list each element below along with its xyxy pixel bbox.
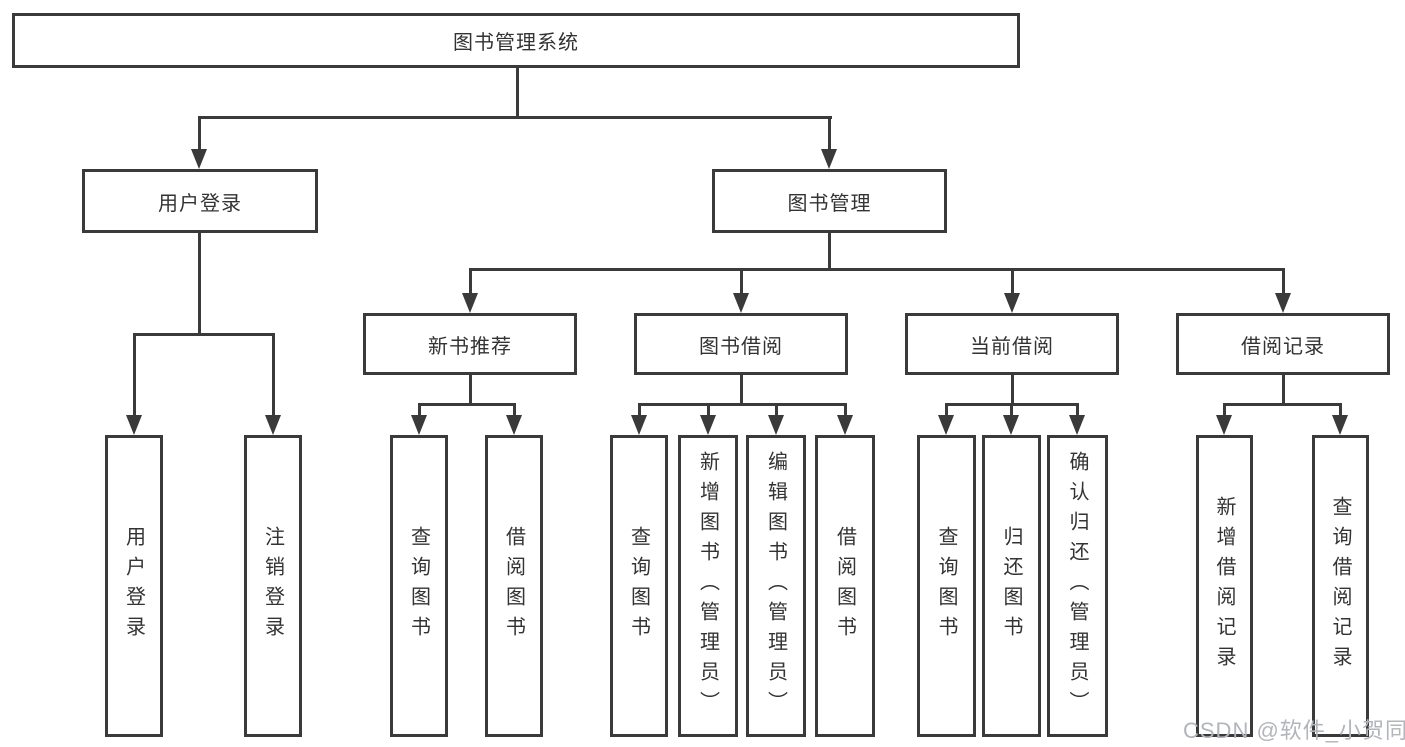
connector (1010, 403, 1013, 417)
arrowhead-icon (837, 415, 853, 435)
arrowhead-icon (462, 293, 478, 313)
leaf-add-borrow-record-label: 新增借阅记录 (1213, 496, 1235, 676)
connector (1223, 403, 1226, 417)
node-book-borrowing-label: 图书借阅 (699, 335, 783, 358)
arrowhead-icon (733, 293, 749, 313)
leaf-edit-books-admin-label: 编辑图书（管理员） (764, 451, 787, 721)
connector (1223, 403, 1342, 406)
arrowhead-icon (700, 415, 716, 435)
leaf-return-books: 归还图书 (982, 435, 1041, 737)
leaf-user-login: 用户登录 (105, 435, 163, 737)
connector (740, 375, 743, 405)
connector (418, 403, 516, 406)
connector-l3-branch (469, 268, 1285, 271)
connector (469, 268, 472, 295)
leaf-query-books: 查询图书 (390, 435, 448, 737)
connector (1011, 268, 1014, 295)
node-user-login-label: 用户登录 (158, 192, 242, 215)
connector (418, 403, 421, 417)
connector-l2-branch (198, 116, 832, 119)
connector (469, 375, 472, 405)
connector (638, 403, 641, 417)
connector (198, 233, 201, 335)
leaf-borrow-books-2-label: 借阅图书 (833, 526, 856, 646)
leaf-add-books-admin: 新增图书（管理员） (678, 435, 738, 737)
arrowhead-icon (631, 415, 647, 435)
leaf-borrow-books-2: 借阅图书 (815, 435, 875, 737)
leaf-return-books-label: 归还图书 (1000, 526, 1022, 646)
arrowhead-icon (1003, 415, 1019, 435)
node-new-book-recommendation-label: 新书推荐 (428, 335, 512, 358)
leaf-query-books-2-label: 查询图书 (627, 526, 650, 646)
watermark-text: CSDN @软件_小贺同学 (1183, 718, 1405, 743)
leaf-confirm-return-admin-label: 确认归还（管理员） (1066, 451, 1088, 721)
node-new-book-recommendation: 新书推荐 (363, 313, 577, 375)
leaf-borrow-books: 借阅图书 (485, 435, 543, 737)
node-book-management: 图书管理 (712, 169, 947, 233)
node-book-management-label: 图书管理 (787, 192, 872, 215)
connector (707, 403, 710, 417)
node-root-label: 图书管理系统 (453, 32, 579, 54)
connector (513, 403, 516, 417)
connector (828, 230, 831, 270)
connector (272, 333, 275, 417)
arrowhead-icon (1275, 293, 1291, 313)
connector (945, 403, 948, 417)
leaf-add-books-admin-label: 新增图书（管理员） (696, 451, 719, 721)
arrowhead-icon (1332, 415, 1348, 435)
arrowhead-icon (1216, 415, 1232, 435)
connector (1076, 403, 1079, 417)
leaf-edit-books-admin: 编辑图书（管理员） (746, 435, 806, 737)
leaf-query-books-label: 查询图书 (407, 526, 430, 646)
connector (133, 333, 275, 336)
arrowhead-icon (1004, 293, 1020, 313)
leaf-query-borrow-record: 查询借阅记录 (1312, 435, 1369, 737)
connector (775, 403, 778, 417)
connector (198, 116, 201, 151)
arrowhead-icon (126, 415, 142, 435)
connector-root-stem (516, 66, 519, 119)
node-user-login: 用户登录 (82, 169, 318, 233)
connector (1011, 375, 1014, 405)
node-book-borrowing: 图书借阅 (634, 313, 848, 375)
leaf-user-login-label: 用户登录 (122, 526, 145, 646)
connector (1339, 403, 1342, 417)
arrowhead-icon (768, 415, 784, 435)
node-current-borrowing-label: 当前借阅 (970, 335, 1054, 358)
leaf-confirm-return-admin: 确认归还（管理员） (1047, 435, 1108, 737)
leaf-borrow-books-label: 借阅图书 (502, 526, 525, 646)
leaf-query-borrow-record-label: 查询借阅记录 (1329, 496, 1351, 676)
node-borrowing-records-label: 借阅记录 (1241, 335, 1325, 358)
node-borrowing-records: 借阅记录 (1176, 313, 1390, 375)
leaf-query-books-2: 查询图书 (610, 435, 668, 737)
connector (638, 403, 847, 406)
arrowhead-icon (191, 149, 207, 169)
arrowhead-icon (938, 415, 954, 435)
leaf-query-books-3: 查询图书 (917, 435, 976, 737)
arrowhead-icon (821, 149, 837, 169)
connector (740, 268, 743, 295)
connector (828, 116, 831, 151)
arrowhead-icon (1069, 415, 1085, 435)
leaf-query-books-3-label: 查询图书 (935, 526, 957, 646)
connector (844, 403, 847, 417)
leaf-logout-label: 注销登录 (261, 526, 284, 646)
node-root: 图书管理系统 (12, 13, 1020, 68)
arrowhead-icon (506, 415, 522, 435)
connector (1282, 375, 1285, 405)
leaf-logout: 注销登录 (244, 435, 302, 737)
arrowhead-icon (411, 415, 427, 435)
arrowhead-icon (265, 415, 281, 435)
node-current-borrowing: 当前借阅 (905, 313, 1119, 375)
connector (1282, 268, 1285, 295)
connector (133, 333, 136, 417)
leaf-add-borrow-record: 新增借阅记录 (1196, 435, 1253, 737)
